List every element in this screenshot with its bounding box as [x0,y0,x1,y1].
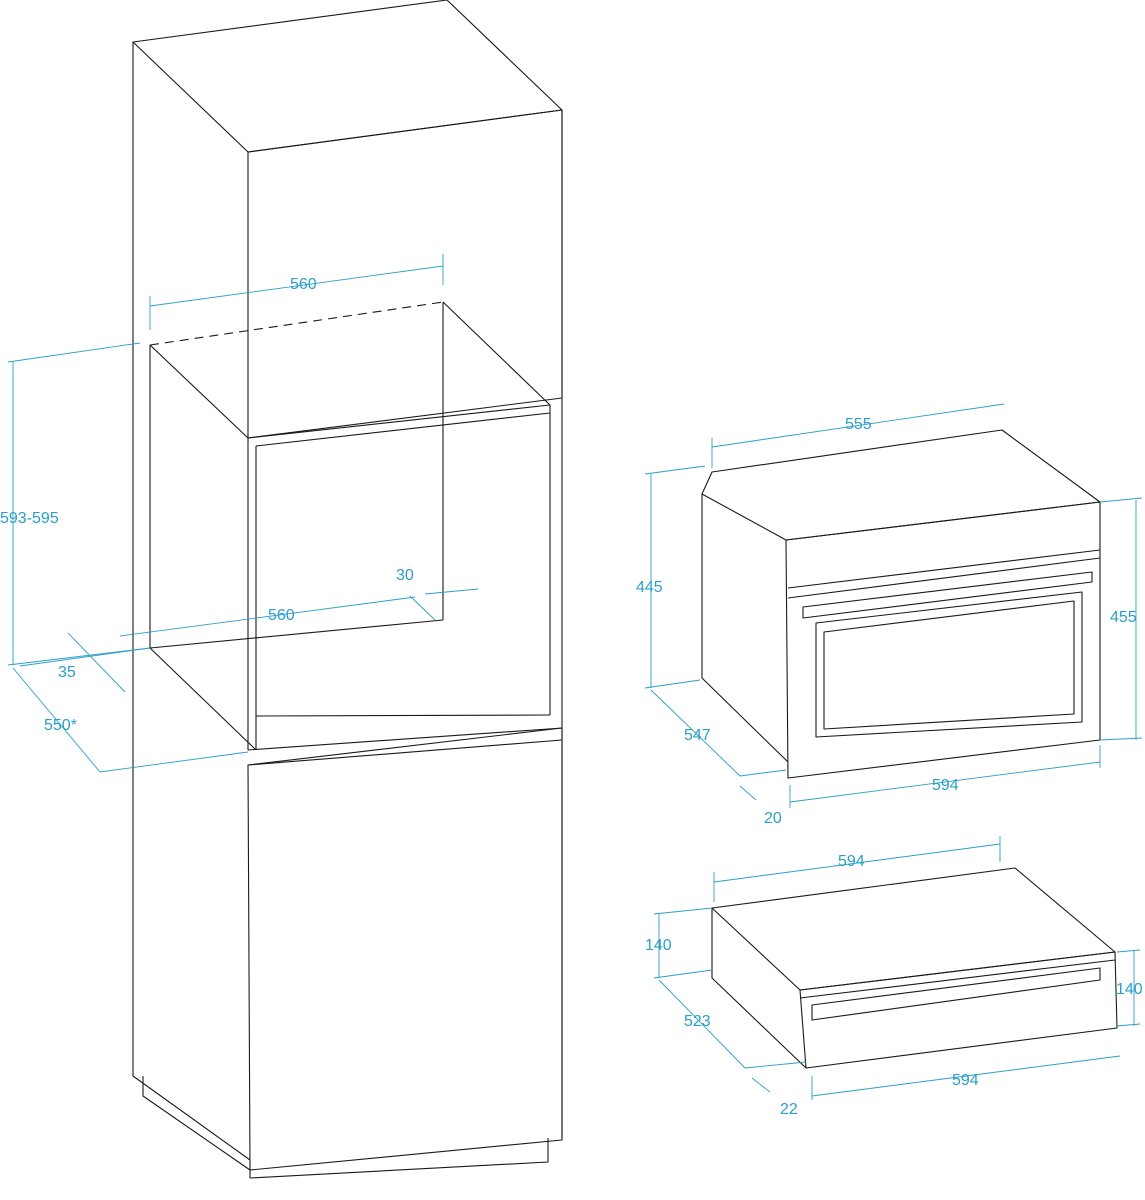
compact-oven [701,429,1101,779]
dim-oven-depth: 547 [684,727,711,744]
dim-oven-width-line [711,403,1005,448]
dim-oven-front-height: 455 [1110,609,1137,626]
drawer-handle [811,967,1101,1021]
oven-side [701,494,789,763]
niche-front-top [247,404,551,439]
oven-handle [802,571,1093,619]
dim-niche-width-top: 560 [290,276,317,293]
oven-door-window-outer [815,591,1083,738]
dim-oven-front-thickness: 20 [764,810,782,827]
dim-niche-width-bottom: 560 [268,607,295,624]
oven-dimensions: 555 445 455 547 20 594 [636,403,1143,827]
cabinet-dimensions: 560 593-595 560 30 35 550* [0,254,479,773]
niche-right-edge [442,301,551,715]
dim-oven-depth-line [650,689,741,777]
dim-oven-body-width: 555 [845,416,872,433]
dim-niche-height: 593-595 [0,510,59,527]
drawer-dimensions: 594 140 140 523 22 594 [645,836,1143,1118]
drawer-front [799,951,1118,1069]
cabinet-lower-door [247,727,563,1171]
oven-front [785,501,1101,779]
dim-front-offset: 35 [58,664,76,681]
warming-drawer [711,867,1118,1069]
niche-floor-left [149,647,257,751]
dim-drawer-front-height: 140 [1116,981,1143,998]
niche-front-top-inner [255,412,551,447]
dim-drawer-body-height: 140 [645,937,672,954]
cabinet-top [132,0,563,153]
dim-drawer-depth: 523 [684,1013,711,1030]
niche-floor-front [255,714,551,717]
oven-door-window-inner [823,600,1075,730]
dim-oven-front-width: 594 [932,777,959,794]
dim-oven-body-height: 445 [636,579,663,596]
cabinet-left-side [132,42,251,1161]
dim-drawer-front-width: 594 [952,1072,979,1089]
dim-rear-gap: 30 [396,567,414,584]
dim-niche-width-bottom-line [119,596,416,637]
dim-drawer-front-thickness: 22 [780,1101,798,1118]
dim-niche-depth: 550* [44,717,77,734]
oven-top [701,429,1101,541]
oven-panel-line [787,557,1101,599]
tall-cabinet [132,0,563,1179]
dim-drawer-front-width-line [811,1055,1121,1097]
dim-drawer-body-width: 594 [838,853,865,870]
niche-bottom-edge [247,727,563,751]
cabinet-plinth [142,1076,549,1179]
drawer-side [711,908,807,1069]
shelf-front [247,739,563,766]
niche-edge-top-left [149,344,249,439]
dim-drawer-width-line [713,843,1001,883]
dim-niche-width-top-line [149,265,444,307]
cabinet-upper-door [247,109,563,439]
dim-niche-depth-line [12,667,101,773]
niche-back-top-dashed [149,301,444,346]
drawer-top [711,867,1116,991]
niche-floor-back [149,619,444,649]
dim-drawer-depth-line [658,979,746,1069]
dim-oven-front-width-line [789,761,1101,803]
